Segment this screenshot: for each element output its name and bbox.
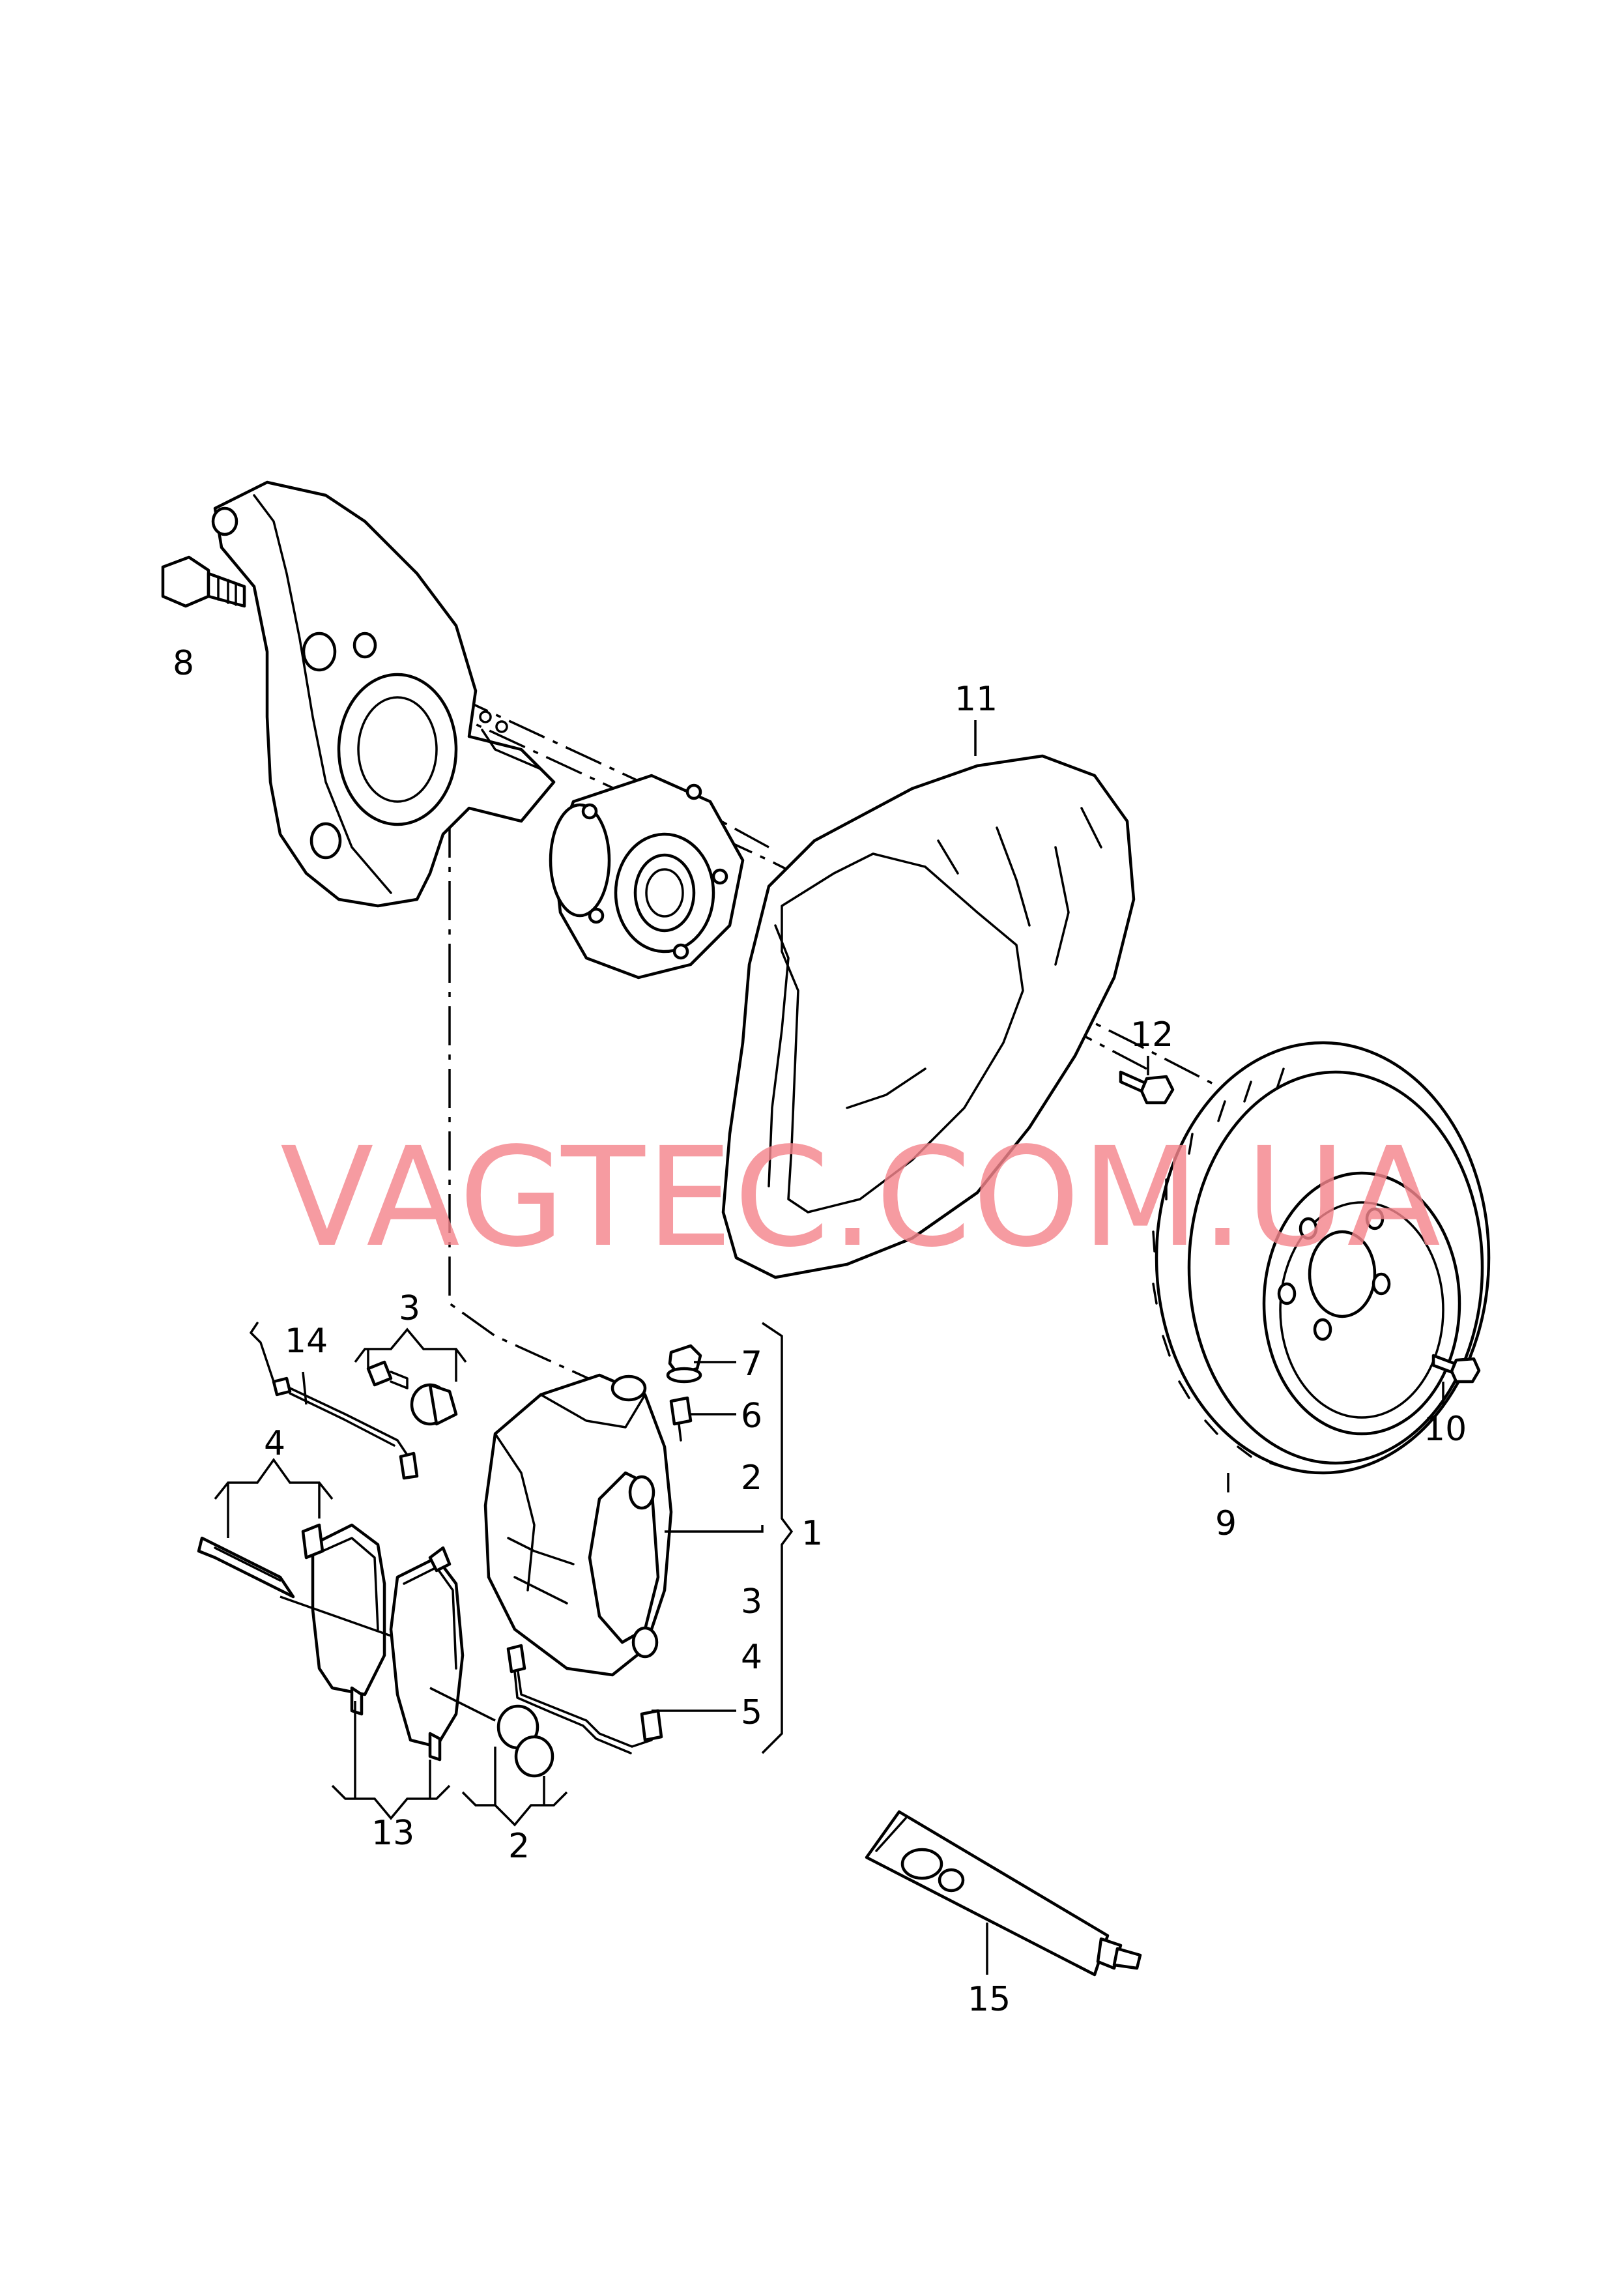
- wear-indicator: [250, 1322, 419, 1480]
- retaining-rings: [496, 1704, 554, 1778]
- knuckle-bolt: [161, 555, 246, 608]
- callout-3-top: 3: [399, 1289, 420, 1328]
- wheel-hub: [549, 774, 745, 980]
- callout-11: 11: [955, 680, 998, 719]
- callout-3-list: 3: [741, 1582, 762, 1621]
- grease-tube: [865, 1810, 1142, 1977]
- watermark-text: VAGTEC.COM.UA: [280, 1118, 1442, 1277]
- brake-caliper: [483, 1373, 673, 1677]
- callout-15: 15: [968, 1980, 1011, 2019]
- shield-bolt: [1119, 1070, 1175, 1105]
- callout-10: 10: [1424, 1410, 1467, 1449]
- callout-5: 5: [741, 1693, 762, 1732]
- steering-knuckle: [211, 480, 556, 908]
- brake-pad-set: [197, 1523, 465, 1762]
- guide-bolt-set: [366, 1360, 458, 1426]
- callout-numbers: 1 2 2 3 3 4 4 5 6 7 8 9 10 11 12 13 14 1…: [173, 644, 1467, 2019]
- callout-4-pads: 4: [264, 1424, 285, 1463]
- callout-1: 1: [801, 1514, 823, 1553]
- bleed-screw: [669, 1396, 693, 1442]
- callout-leaders: [214, 720, 1444, 1975]
- callout-6: 6: [741, 1397, 762, 1436]
- splash-shield: [721, 754, 1136, 1279]
- callout-13: 13: [371, 1814, 414, 1853]
- callout-2-caliper: 2: [741, 1459, 762, 1498]
- callout-14: 14: [285, 1322, 328, 1361]
- dust-cap: [666, 1344, 702, 1384]
- disc-bolt: [1431, 1354, 1481, 1384]
- callout-2-rings: 2: [508, 1827, 530, 1866]
- callout-9: 9: [1215, 1504, 1237, 1543]
- callout-4-list: 4: [741, 1638, 762, 1677]
- callout-8: 8: [173, 644, 194, 683]
- brake-disc: [1152, 1041, 1491, 1475]
- callout-7: 7: [741, 1344, 762, 1384]
- callout-12: 12: [1130, 1015, 1173, 1054]
